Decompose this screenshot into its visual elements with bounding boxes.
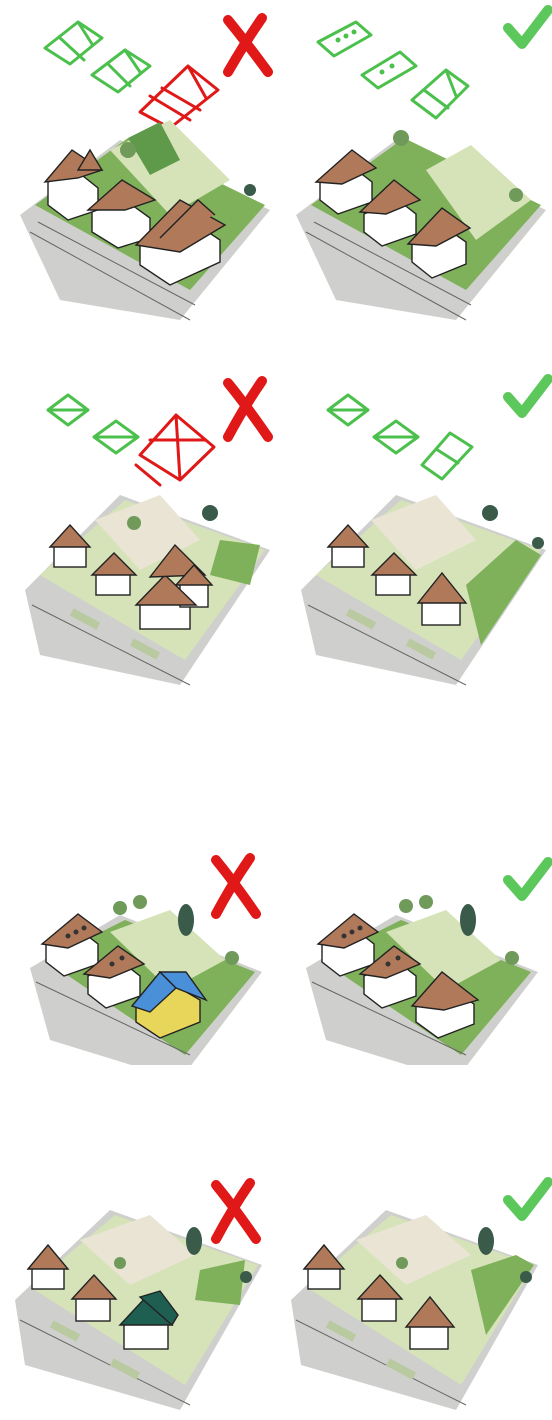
panel-row2-correct-illustration: [276, 355, 552, 710]
panel-row3-correct: [276, 710, 552, 1065]
outline-house-2-green: [92, 50, 150, 92]
outline-house-1-green: [45, 22, 102, 64]
neighborhood-block: [20, 120, 270, 320]
neighborhood-block: [296, 130, 546, 320]
panel-row4-correct: [276, 1065, 552, 1420]
house-1: [28, 1245, 68, 1289]
cross-icon: [216, 858, 256, 914]
panel-row1-correct-illustration: [276, 0, 552, 355]
panel-row4-correct-illustration: [276, 1065, 552, 1420]
neighborhood-block: [30, 895, 262, 1065]
outline-house-3-red: [136, 415, 214, 485]
outline-house-2-green: [374, 421, 418, 453]
panel-row3-incorrect: [0, 710, 276, 1065]
cross-icon: [228, 381, 268, 437]
panel-row2-correct: [276, 355, 552, 710]
outline-house-1-green: [318, 22, 371, 56]
panel-row4-incorrect: [0, 1065, 276, 1420]
outline-house-2-green: [362, 52, 416, 88]
house-1: [316, 150, 376, 214]
panel-row1-correct: [276, 0, 552, 355]
panel-row2-incorrect: [0, 355, 276, 710]
panel-row1-incorrect: [0, 0, 276, 355]
neighborhood-block: [291, 1210, 538, 1410]
cross-icon: [216, 1183, 256, 1239]
check-icon: [508, 862, 548, 896]
outline-house-1-green: [328, 395, 368, 425]
neighborhood-block: [25, 495, 270, 685]
outline-house-3-green: [412, 70, 468, 118]
panel-row4-incorrect-illustration: [0, 1065, 276, 1420]
outline-house-2-green: [94, 421, 138, 453]
neighborhood-block: [306, 895, 538, 1065]
outline-house-3-red: [140, 66, 218, 128]
check-icon: [508, 10, 548, 44]
panel-row3-correct-illustration: [276, 710, 552, 1065]
house-1: [304, 1245, 344, 1289]
neighborhood-block: [301, 495, 546, 685]
panel-row3-incorrect-illustration: [0, 710, 276, 1065]
check-icon: [508, 379, 548, 413]
panel-row2-incorrect-illustration: [0, 355, 276, 710]
neighborhood-block: [15, 1210, 262, 1410]
cross-icon: [228, 18, 268, 72]
outline-house-3-green: [422, 433, 472, 479]
outline-house-1-green: [48, 395, 88, 425]
panel-row1-incorrect-illustration: [0, 0, 276, 355]
check-icon: [508, 1182, 548, 1216]
